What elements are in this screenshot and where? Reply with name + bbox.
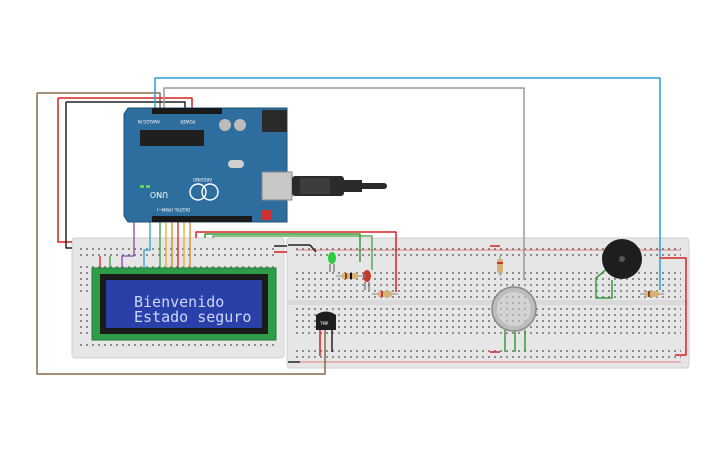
resistor-1 — [336, 273, 366, 279]
model-label: UNO — [150, 190, 168, 199]
main-breadboard — [286, 237, 690, 369]
brand-label: ARDUINO — [193, 177, 212, 182]
wire-black-ground — [65, 102, 72, 249]
usb-cable — [292, 176, 387, 196]
usb-port — [261, 171, 293, 201]
gas-sensor — [491, 286, 537, 332]
sensor-label: TMP — [319, 321, 329, 326]
wire-red-power — [57, 98, 72, 243]
red-led — [363, 270, 371, 290]
lcd-screen — [106, 280, 262, 328]
wire-gray-sensor — [163, 87, 525, 280]
analog-label: ANALOG IN — [138, 119, 160, 124]
lcd-line-1: Bienvenido — [134, 293, 224, 311]
lcd-line-2: Estado seguro — [134, 308, 251, 326]
temperature-sensor: TMP — [316, 311, 336, 330]
power-label: POWER — [180, 119, 195, 124]
arduino-uno: UNO ARDUINO DIGITAL (PWM~) ANALOG IN POW… — [123, 107, 293, 223]
green-led — [328, 252, 336, 272]
wires — [36, 77, 687, 375]
power-jack — [262, 110, 287, 132]
digital-label: DIGITAL (PWM~) — [156, 207, 190, 212]
wire-brown-loop — [36, 93, 326, 375]
atmega-chip — [140, 130, 204, 146]
resistor-4 — [640, 291, 664, 297]
reset-button — [262, 210, 272, 220]
buzzer — [602, 239, 642, 279]
lcd-module: Bienvenido Estado seguro — [91, 267, 277, 341]
resistor-2 — [372, 291, 398, 297]
resistor-3 — [497, 256, 503, 276]
wire-blue-buzzer — [154, 77, 661, 290]
